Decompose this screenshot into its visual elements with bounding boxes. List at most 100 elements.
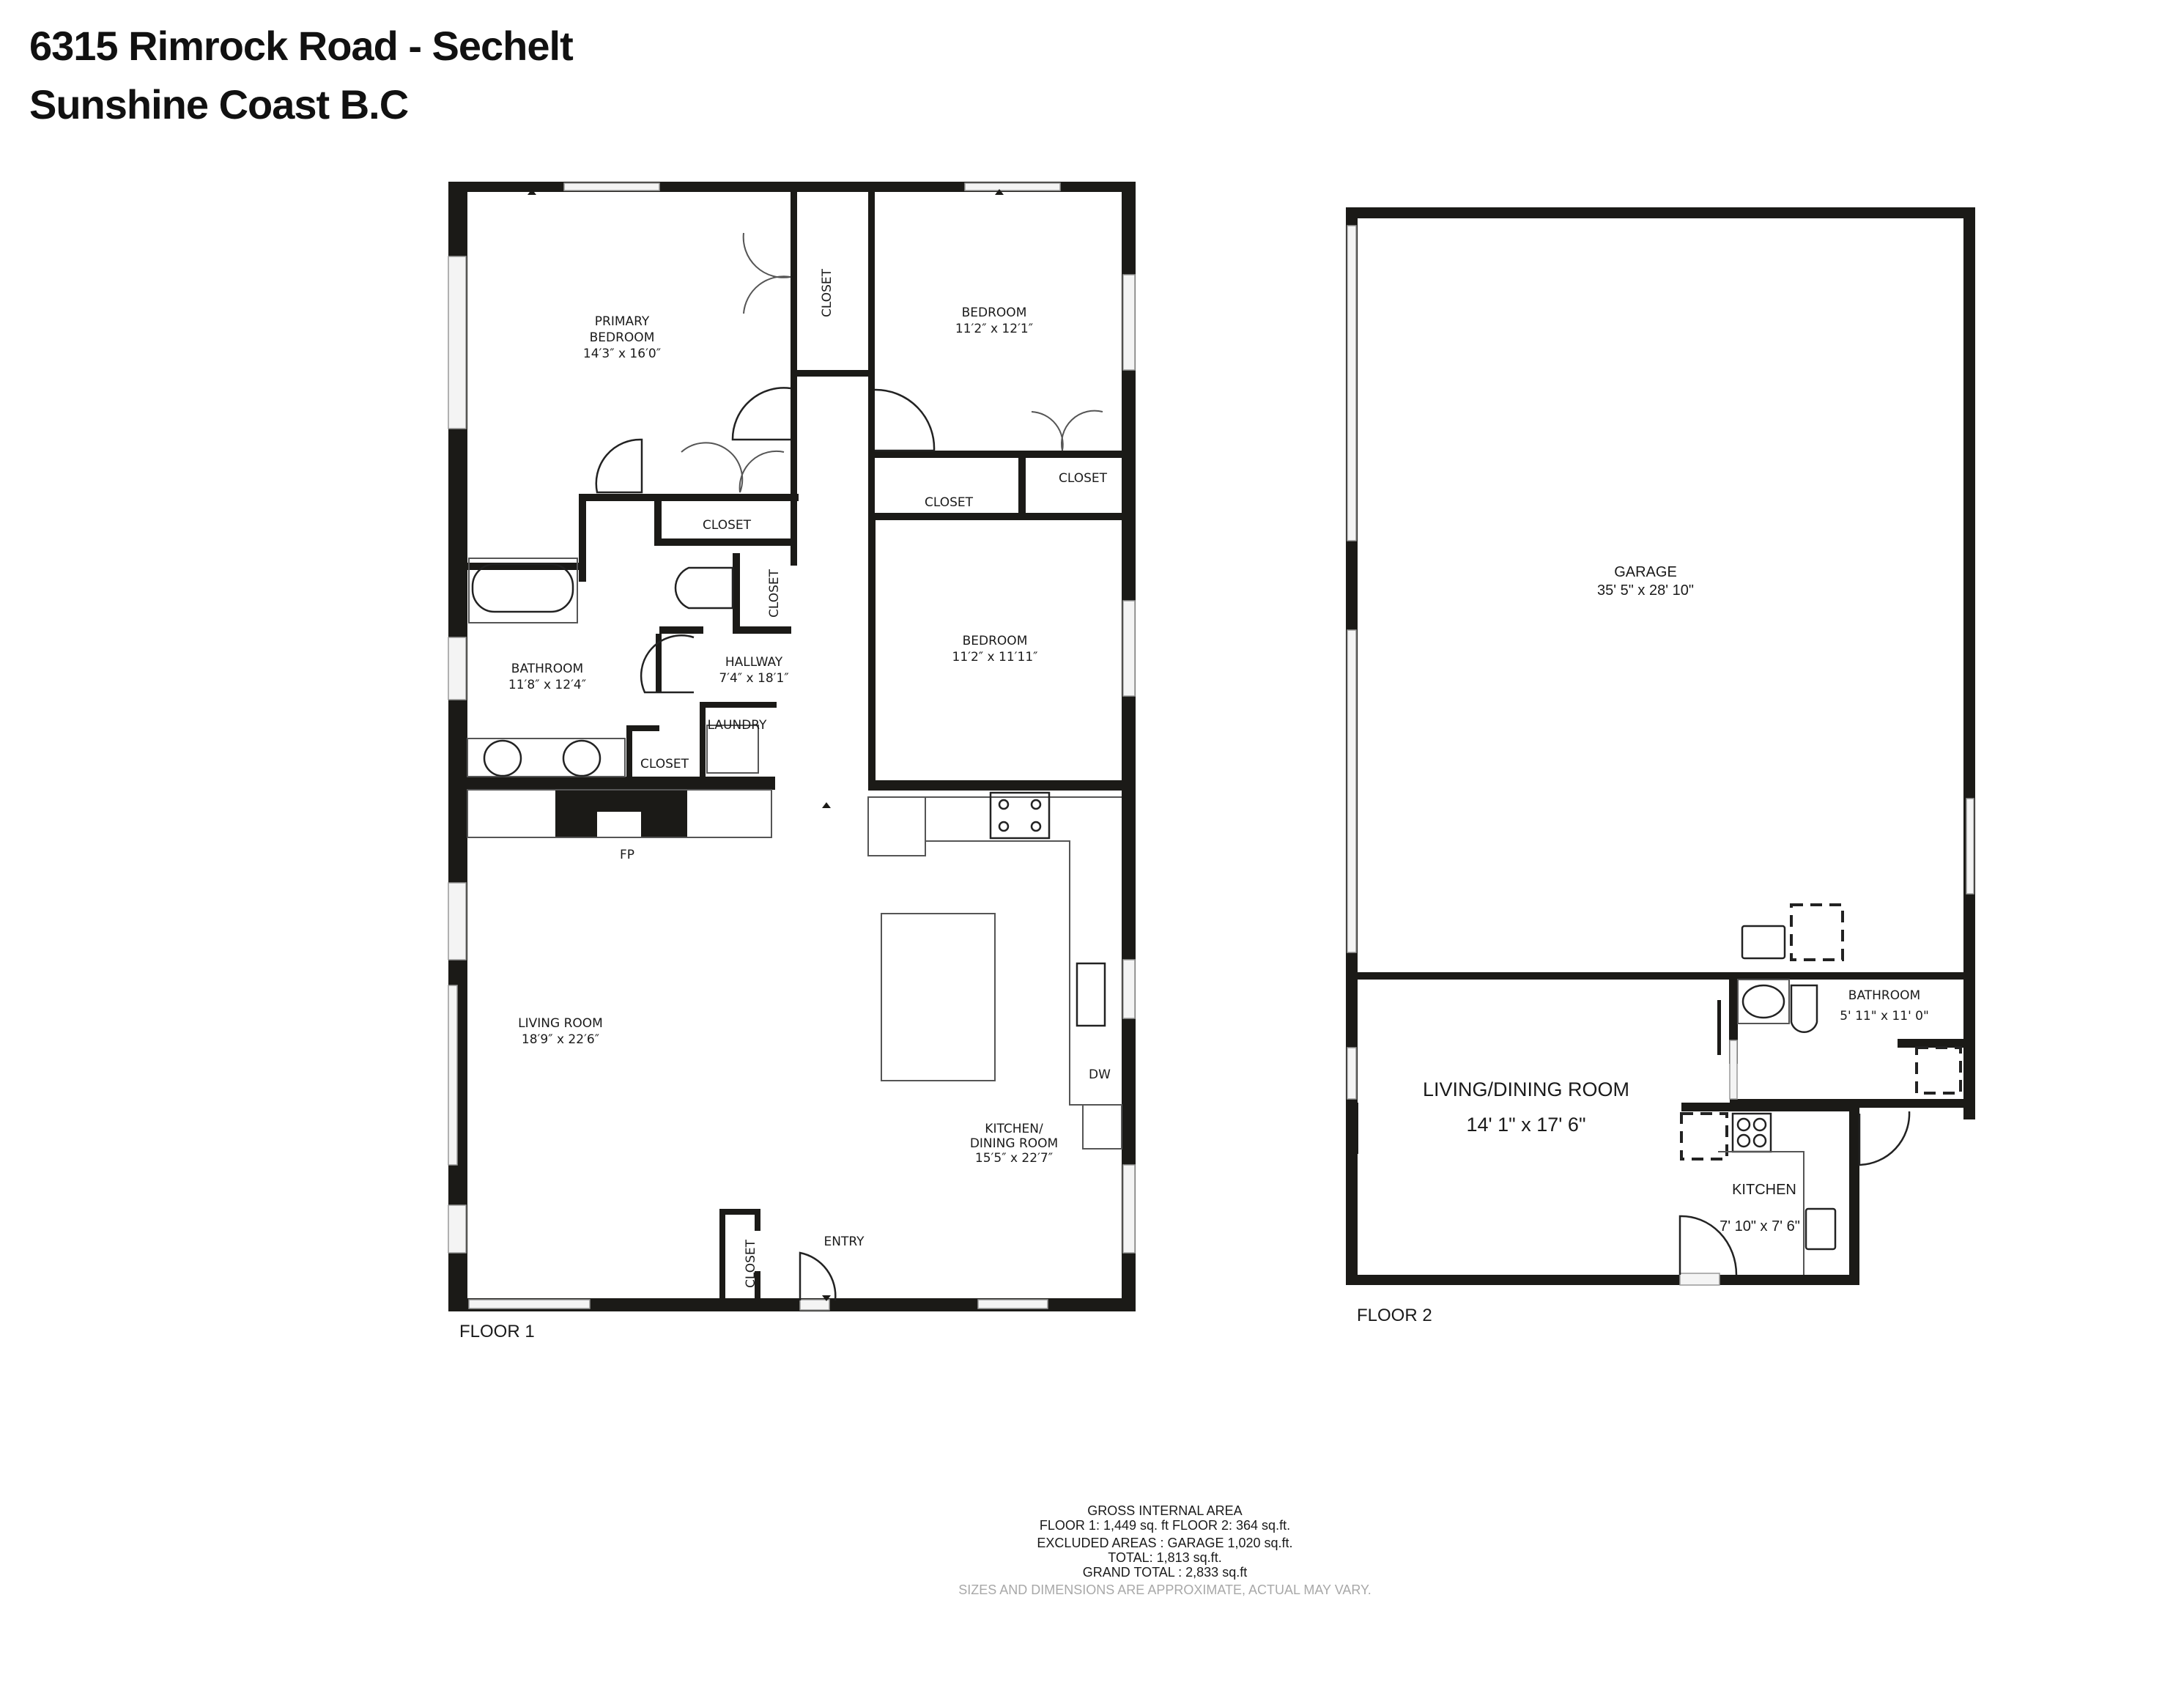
wall [791,192,797,375]
marker [528,189,536,195]
wall [1849,1103,1859,1285]
window [563,182,660,191]
wall [467,782,775,790]
shower-placeholder [1915,1046,1962,1095]
window [977,1299,1048,1309]
window [1122,274,1136,371]
room-name-garage: GARAGE [1614,564,1677,580]
door-opening [1729,1040,1738,1100]
window [448,985,458,1166]
burner [1030,821,1042,832]
toilet-icon [1790,984,1818,1034]
room-name-living-room: LIVING ROOM [518,1016,603,1031]
wall [626,725,632,784]
room-name-primary-bedroom: PRIMARY [595,314,650,329]
door-swing [1678,1215,1738,1276]
window [1347,1047,1357,1100]
door-swing [1858,1111,1911,1166]
f2-bottom-wall [1346,1275,1859,1285]
wall [579,494,586,582]
wall [700,702,777,708]
wall [868,780,1122,791]
wall [659,626,703,634]
room-dims-living-room: 18′9″ x 22′6″ [522,1032,599,1047]
sliding-door [1717,1000,1721,1055]
burner [1030,799,1042,810]
room-name-primary-bedroom-2: BEDROOM [590,330,655,345]
vanity-counter [467,738,626,777]
window [448,256,467,429]
garage-door [1347,629,1357,953]
floor-2-plan [1346,207,1975,1286]
utility-sink-icon [1741,925,1786,960]
washer-icon [706,725,759,774]
stove-icon [989,791,1051,840]
double-sink-icon [1076,962,1106,1027]
room-name-hallway: HALLWAY [725,655,783,670]
f2-top-wall [1346,207,1975,218]
closet-label: CLOSET [1059,471,1108,486]
wall [719,1209,725,1300]
area-heading: GROSS INTERNAL AREA [1087,1503,1243,1518]
marker [822,802,831,808]
room-dims-bathroom: 11′8″ x 12′4″ [508,678,586,692]
wall [733,626,791,634]
sink-icon [562,739,601,777]
kitchen-island [881,913,996,1081]
property-address: 6315 Rimrock Road - Sechelt [29,23,574,69]
wall [467,777,775,785]
window [964,182,1061,191]
marker [822,1295,831,1301]
wall [654,501,662,541]
room-dims-f2-bathroom: 5' 11" x 11' 0" [1840,1009,1929,1023]
wall [868,513,1122,520]
kitchen-sink-icon [1804,1207,1837,1251]
wall [755,1209,760,1231]
sink-icon [483,739,522,777]
disclaimer: SIZES AND DIMENSIONS ARE APPROXIMATE, AC… [958,1582,1372,1597]
room-dims-bedroom-1: 11′2″ x 12′1″ [955,322,1033,336]
window [1122,959,1136,1019]
laundry-label: LAUNDRY [708,718,767,733]
door-swing [640,634,695,694]
floor-1-plan [448,182,1136,1311]
window [448,637,467,700]
window [448,1204,467,1254]
window [1122,600,1136,697]
door-swing [595,438,643,494]
room-dims-kitchen-dining: 15′5″ x 22′7″ [975,1151,1053,1166]
fireplace-opening [597,812,641,837]
window [1966,798,1974,895]
burner [1736,1117,1751,1132]
room-name-kitchen-dining: KITCHEN/ [985,1122,1043,1136]
burner [1736,1133,1751,1148]
appliance-placeholder [1790,903,1844,961]
window [468,1299,591,1309]
toilet-icon [674,566,734,610]
door-swing [874,388,936,452]
wall [719,1209,760,1215]
marker [995,189,1004,195]
wall [656,634,662,692]
floor-2-label: FLOOR 2 [1357,1306,1432,1325]
room-name-f2-kitchen: KITCHEN [1732,1182,1796,1198]
stove-icon [1731,1112,1772,1153]
room-name-bedroom-1: BEDROOM [962,306,1027,320]
room-name-living-dining: LIVING/DINING ROOM [1423,1078,1629,1100]
door-swing [731,387,791,441]
room-dims-hallway: 7′4″ x 18′1″ [719,671,788,686]
room-dims-bedroom-2: 11′2″ x 11′11″ [952,650,1038,665]
door-threshold [1679,1273,1720,1286]
entry-label: ENTRY [824,1234,865,1249]
kitchen-counter [1718,1151,1804,1275]
sliding-door [1355,1103,1358,1154]
closet-bifold-door [1031,410,1103,451]
garage-door [1347,225,1357,541]
closet-label: CLOSET [703,518,752,533]
window [1122,1164,1136,1254]
room-name-f2-bathroom: BATHROOM [1848,988,1920,1003]
room-dims-primary-bedroom: 14′3″ x 16′0″ [583,347,661,361]
closet-label: CLOSET [640,757,689,771]
area-floors: FLOOR 1: 1,449 sq. ft FLOOR 2: 364 sq.ft… [1039,1518,1291,1533]
